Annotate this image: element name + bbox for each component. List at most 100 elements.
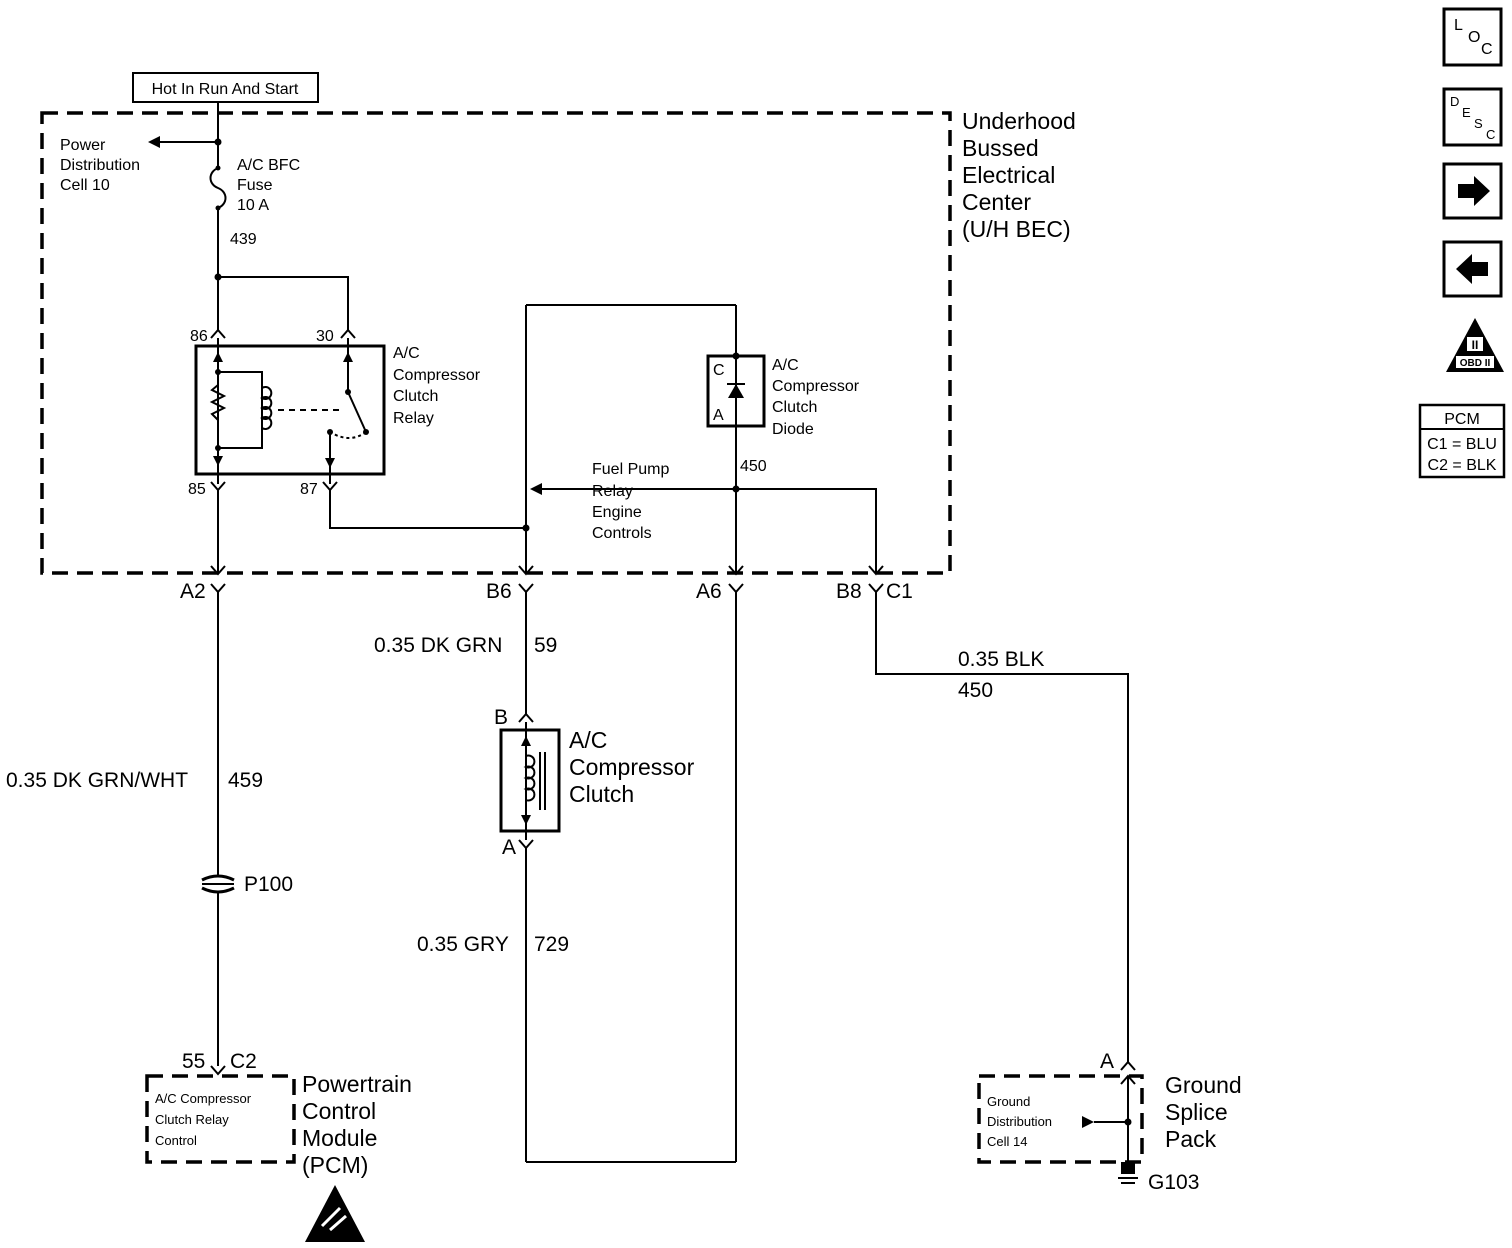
prev-arrow-button[interactable] [1442,240,1503,298]
wire-to-pin-30 [218,276,349,330]
p100-label: P100 [244,873,293,896]
diode-pin-a: A [713,407,724,424]
wire-59-color: 0.35 DK GRN [374,634,502,657]
clutch-arrow-icon [521,815,531,825]
ground-icon [1118,1162,1138,1184]
svg-text:Controls: Controls [592,525,652,542]
wire-729-number: 729 [534,933,569,956]
connector-b6-inner [518,565,534,576]
desc-button[interactable]: D E S C [1442,87,1503,147]
diode-terminal-top [732,352,740,360]
svg-text:Clutch: Clutch [772,399,817,416]
p100-connector-icon [201,874,235,894]
loc-button-frame[interactable] [1442,7,1503,67]
resistor-icon [209,384,227,421]
svg-text:Engine: Engine [592,504,642,521]
fuel-pump-arrow-icon [530,483,542,495]
power-dist-label: Power Distribution Cell 10 [60,137,140,194]
svg-text:(PCM): (PCM) [302,1152,368,1178]
relay-pin-30: 30 [316,328,334,345]
p100-lower [201,886,235,894]
obd-mark: II [1472,338,1479,352]
loc-letter-l: L [1454,17,1463,34]
connector-a6-inner [728,565,744,576]
relay-pin-85: 85 [188,481,206,498]
obd-mark-box [1467,337,1483,351]
pcm-boundary [145,1074,296,1164]
connector-b6-outer [518,583,534,594]
next-arrow-button[interactable] [1442,162,1503,220]
ground-pin-connector [1120,1060,1136,1071]
wire-459-color: 0.35 DK GRN/WHT [6,769,188,792]
coil-icon [260,386,273,430]
fuel-pump-label: Fuel Pump Relay Engine Controls [592,461,669,542]
ground-dist-arrow-icon [1082,1116,1094,1128]
loc-button[interactable]: L O C [1442,7,1503,67]
connector-a6-outer [728,583,744,594]
clutch-coil-icon [523,754,536,802]
svg-text:A/C: A/C [772,357,799,374]
obd-label: OBD II [1460,358,1491,369]
ground-splice-boundary [977,1074,1144,1164]
wire-59-number: 59 [534,634,557,657]
connector-a2-outer [210,583,226,594]
relay-coil-loop [218,371,263,449]
pcm-title: Powertrain Control Module (PCM) [302,1071,412,1178]
svg-text:Electrical: Electrical [962,162,1055,188]
relay-pin-87: 87 [300,481,318,498]
relay-switch-icon [347,391,367,433]
svg-text:Bussed: Bussed [962,135,1039,161]
uhbec-boundary [40,111,952,575]
diode-label: A/C Compressor Clutch Diode [772,357,860,438]
clutch-pin-b-connector [518,712,534,723]
power-source-box [132,72,319,103]
svg-text:Underhood: Underhood [962,108,1076,134]
obd-label-box [1456,356,1494,368]
wire-87-to-b6 [329,490,526,529]
esd-warning-icon [305,1185,365,1242]
circuit-450-label: 450 [740,458,767,475]
svg-text:Powertrain: Powertrain [302,1071,412,1097]
desc-letter-d: D [1450,94,1459,109]
relay-label: A/C Compressor Clutch Relay [393,345,481,427]
svg-text:A/C: A/C [393,345,420,362]
svg-text:(U/H BEC): (U/H BEC) [962,216,1071,242]
svg-text:Ground: Ground [1165,1072,1242,1098]
wire-459-number: 459 [228,769,263,792]
svg-text:Distribution: Distribution [60,157,140,174]
svg-text:Splice: Splice [1165,1099,1228,1125]
loc-letter-o: O [1468,29,1480,46]
svg-text:Clutch: Clutch [569,781,634,807]
relay-box [194,344,386,476]
connector-a2-inner [210,565,226,576]
loc-letter-c: C [1481,41,1493,58]
fuse-terminal-top [215,165,221,171]
uhbec-title: Underhood Bussed Electrical Center (U/H … [962,108,1076,242]
desc-letter-c: C [1486,127,1495,142]
svg-text:Diode: Diode [772,421,814,438]
desc-button-frame[interactable] [1442,87,1503,147]
desc-letter-s: S [1474,116,1483,131]
power-dist-arrow-icon [148,136,160,148]
arrow-right-icon [1458,176,1490,206]
clutch-box [499,728,561,833]
esd-hand [320,1206,347,1232]
svg-text:Relay: Relay [592,483,633,500]
wire-to-b8 [736,488,877,574]
svg-text:Fuel Pump: Fuel Pump [592,461,669,478]
clutch-label: A/C Compressor Clutch [569,727,695,807]
svg-text:Clutch Relay: Clutch Relay [155,1112,229,1127]
obd-ii-button[interactable]: II OBD II [1446,318,1504,372]
wire-450-number: 450 [958,679,993,702]
svg-text:Control: Control [155,1133,197,1148]
connector-c1-label: C1 [886,580,913,603]
svg-text:Clutch: Clutch [393,388,438,405]
relay-arrow-icon [325,458,335,468]
pin-86-connector [210,328,226,339]
connector-a6-label: A6 [696,580,722,603]
wire-450-ground [875,592,1129,1062]
p100-upper [201,874,235,882]
svg-text:Cell 10: Cell 10 [60,177,110,194]
pcm-connector-c2: C2 [230,1050,257,1073]
clutch-arrow-icon [521,736,531,746]
